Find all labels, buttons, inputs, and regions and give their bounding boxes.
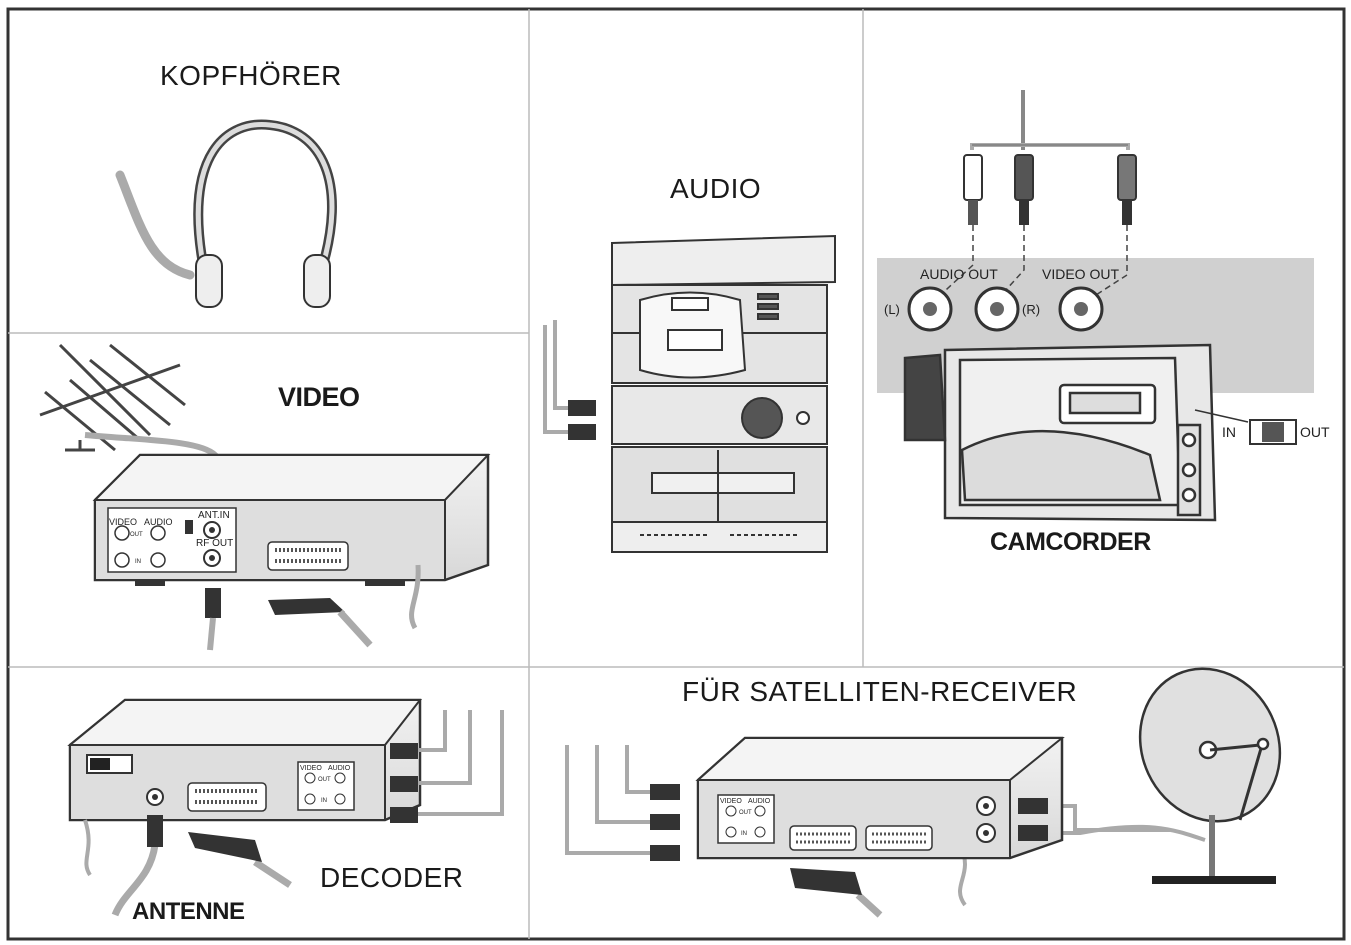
sat-plug-1: [650, 784, 680, 800]
satellite-dish-icon: [1138, 667, 1282, 884]
hifi-stack-device: [611, 234, 836, 553]
camcorder-left-label: (L): [884, 302, 900, 317]
decoder-out-label: OUT: [318, 777, 331, 783]
video-jack-out-label: OUT: [130, 532, 143, 538]
antenna-icon: [39, 343, 186, 452]
video-jack-in-label: IN: [135, 559, 141, 565]
decoder-plug-1: [390, 743, 418, 759]
decoder-plug-2: [390, 776, 418, 792]
camcorder-right-label: (R): [1022, 302, 1040, 317]
video-rf-out-label: RF OUT: [196, 538, 233, 549]
satellite-title: FÜR SATELLITEN-RECEIVER: [682, 676, 1078, 707]
sat-audio-label: AUDIO: [748, 798, 771, 805]
decoder-plug-3: [390, 807, 418, 823]
decoder-video-label: VIDEO: [300, 765, 322, 772]
camcorder-device: [903, 343, 1217, 522]
antenna-label: ANTENNE: [132, 898, 245, 925]
video-title: VIDEO: [278, 382, 360, 412]
sat-plug-3: [650, 845, 680, 861]
audio-plug-2: [568, 424, 596, 440]
camcorder-jacks: [907, 286, 1104, 332]
decoder-title: DECODER: [320, 862, 464, 893]
video-jack-video-label: VIDEO: [109, 517, 137, 527]
sat-out-label: OUT: [739, 810, 752, 816]
camcorder-switch-out-label: OUT: [1300, 424, 1330, 440]
rca-plug-yellow: [1117, 154, 1137, 225]
decoder-cables: [83, 710, 504, 917]
sat-video-label: VIDEO: [720, 798, 742, 805]
decoder-in-label: IN: [321, 798, 327, 804]
video-ant-in-label: ANT.IN: [198, 510, 230, 521]
headphones-title: KOPFHÖRER: [160, 60, 342, 91]
rca-plug-white: [963, 154, 983, 225]
camcorder-video-out-label: VIDEO OUT: [1042, 266, 1119, 282]
decoder-device: [67, 698, 423, 822]
camcorder-switch-in-label: IN: [1222, 424, 1236, 440]
audio-cables: [543, 320, 568, 434]
sat-in-label: IN: [741, 831, 747, 837]
decoder-scart-plug: [188, 832, 262, 862]
satellite-receiver-device: [695, 736, 1065, 860]
rca-plug-red: [1014, 154, 1034, 225]
antenna-cable: [84, 432, 218, 480]
panel-dividers: [8, 9, 1344, 939]
audio-plug-1: [568, 400, 596, 416]
decoder-audio-label: AUDIO: [328, 765, 351, 772]
camcorder-av-cable: [970, 90, 1130, 150]
mains-cable: [409, 564, 421, 630]
camcorder-title: CAMCORDER: [990, 528, 1151, 556]
sat-lnb-plug-1: [1018, 798, 1048, 814]
satellite-cables: [565, 745, 1206, 918]
sat-scart-plug: [790, 868, 862, 895]
headphones-icon: [115, 119, 337, 308]
decoder-antenna-plug: [147, 815, 163, 847]
sat-plug-2: [650, 814, 680, 830]
audio-title: AUDIO: [670, 173, 762, 204]
camcorder-in-out-switch: [1194, 409, 1297, 445]
video-recorder-device: [92, 453, 491, 586]
camcorder-audio-out-label: AUDIO OUT: [920, 266, 998, 282]
video-jack-audio-label: AUDIO: [144, 517, 173, 527]
scart-plug: [268, 598, 345, 615]
scart-socket: [267, 541, 349, 571]
diagram-frame: [6, 7, 1346, 941]
rf-plug-bottom: [205, 588, 221, 618]
sat-lnb-plug-2: [1018, 825, 1048, 841]
